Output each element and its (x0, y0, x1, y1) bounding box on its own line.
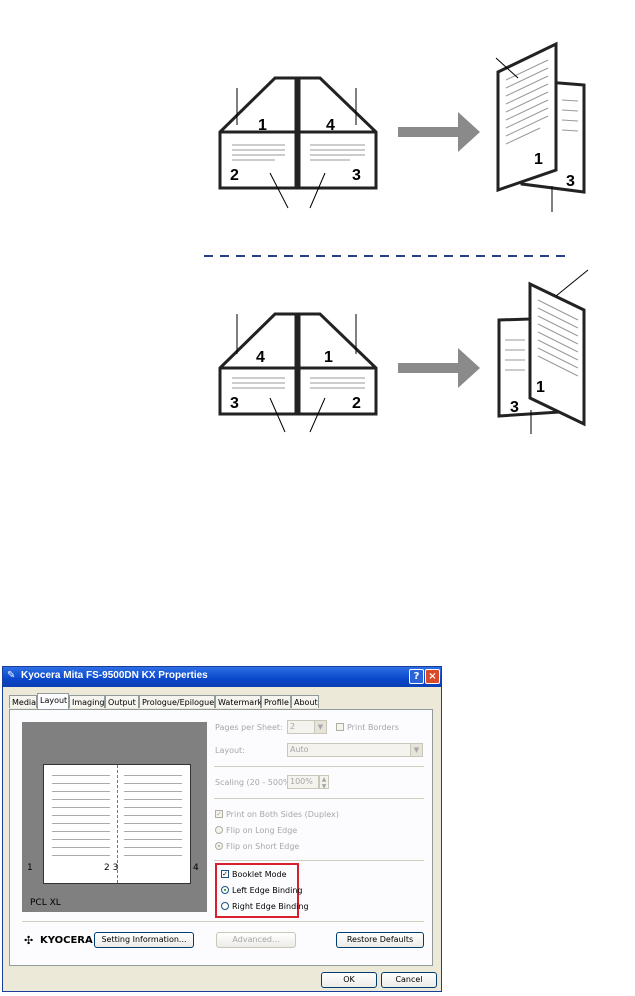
layout-label: Layout: (215, 746, 245, 755)
tab-profile[interactable]: Profile (261, 695, 291, 708)
right-arrow-head (458, 348, 480, 388)
brand-logo: KYOCERA (40, 935, 93, 946)
right-edge-binding-radio[interactable] (221, 902, 229, 910)
flip-long-edge-label: Flip on Long Edge (226, 826, 298, 835)
page-number: 1 (536, 379, 545, 396)
page-number: 4 (326, 117, 335, 134)
tab-about[interactable]: About (291, 695, 319, 708)
page-number: 2 (230, 167, 239, 184)
separator (214, 798, 424, 799)
chevron-down-icon: ▼ (410, 744, 422, 756)
tab-watermark[interactable]: Watermark (215, 695, 262, 708)
page-number: 3 (566, 173, 575, 190)
separator (22, 921, 424, 922)
scaling-spinner[interactable]: ▲▼ (319, 775, 329, 790)
flip-short-edge-radio[interactable] (215, 842, 223, 850)
fold-line (117, 765, 118, 883)
scaling-input[interactable]: 100% (287, 775, 319, 789)
duplex-checkbox[interactable]: ✓ (215, 810, 223, 818)
scaling-value: 100% (290, 777, 313, 786)
advanced-button[interactable]: Advanced... (216, 932, 296, 948)
tab-media[interactable]: Media (9, 695, 37, 708)
separator (214, 860, 424, 861)
tab-layout[interactable]: Layout (37, 693, 69, 709)
layout-value: Auto (290, 745, 309, 754)
title-bar[interactable]: ✎ Kyocera Mita FS-9500DN KX Properties ?… (3, 667, 441, 687)
help-button[interactable]: ? (409, 669, 424, 684)
scaling-label: Scaling (20 - 500%): (215, 778, 297, 787)
pages-per-sheet-value: 2 (290, 722, 296, 731)
tab-prologue-epilogue[interactable]: Prologue/Epilogue (139, 695, 215, 708)
preview-page-left: 1 (27, 863, 33, 873)
page-number: 3 (230, 395, 239, 412)
tab-imaging[interactable]: Imaging (69, 695, 105, 708)
restore-defaults-button[interactable]: Restore Defaults (336, 932, 424, 948)
duplex-label: Print on Both Sides (Duplex) (226, 810, 339, 819)
preview-page-right: 4 (193, 863, 199, 873)
right-arrow-head (458, 112, 480, 152)
booklet-highlight (215, 863, 299, 918)
page-number: 2 (352, 395, 361, 412)
page-number: 3 (352, 167, 361, 184)
page-number: 1 (258, 117, 267, 134)
page-number: 4 (256, 349, 265, 366)
page-number: 3 (510, 399, 519, 416)
page-number: 1 (324, 349, 333, 366)
kyocera-logo-icon: ✣ (24, 934, 34, 947)
left-binding-booklet (496, 41, 586, 194)
left-edge-binding-label: Left Edge Binding (232, 886, 303, 895)
booklet-mode-label: Booklet Mode (232, 870, 287, 879)
preview-sheet (43, 764, 191, 884)
chevron-down-icon: ▼ (314, 721, 326, 733)
right-edge-binding-label: Right Edge Binding (232, 902, 309, 911)
pages-per-sheet-select[interactable]: 2 ▼ (287, 720, 327, 734)
layout-select[interactable]: Auto ▼ (287, 743, 423, 757)
ok-button[interactable]: OK (321, 972, 377, 988)
print-borders-label: Print Borders (347, 723, 399, 732)
layout-panel: 1 2 3 4 PCL XL Pages per Sheet: 2 ▼ Prin… (9, 709, 433, 966)
left-edge-binding-radio[interactable] (221, 886, 229, 894)
page-number: 1 (534, 151, 543, 168)
flip-long-edge-radio[interactable] (215, 826, 223, 834)
text-lines (232, 144, 365, 161)
dialog-title: Kyocera Mita FS-9500DN KX Properties (21, 670, 208, 681)
separator (214, 766, 424, 767)
tab-output[interactable]: Output (105, 695, 139, 708)
preview-page-center: 2 3 (104, 863, 119, 873)
booklet-binding-illustration: 1 2 4 3 1 3 4 3 1 2 (204, 41, 589, 434)
close-button[interactable]: × (425, 669, 440, 684)
right-binding-sheet-diagram (218, 312, 378, 416)
right-binding-booklet (497, 281, 586, 427)
pages-per-sheet-label: Pages per Sheet: (215, 723, 283, 732)
flip-short-edge-label: Flip on Short Edge (226, 842, 300, 851)
print-borders-checkbox[interactable] (336, 723, 344, 731)
cancel-button[interactable]: Cancel (381, 972, 437, 988)
setting-information-button[interactable]: Setting Information... (94, 932, 194, 948)
booklet-mode-checkbox[interactable]: ✓ (221, 870, 229, 878)
pdl-label: PCL XL (30, 898, 61, 908)
printer-icon: ✎ (7, 670, 16, 681)
layout-preview: 1 2 3 4 PCL XL (22, 722, 207, 912)
properties-dialog: ✎ Kyocera Mita FS-9500DN KX Properties ?… (2, 666, 442, 992)
